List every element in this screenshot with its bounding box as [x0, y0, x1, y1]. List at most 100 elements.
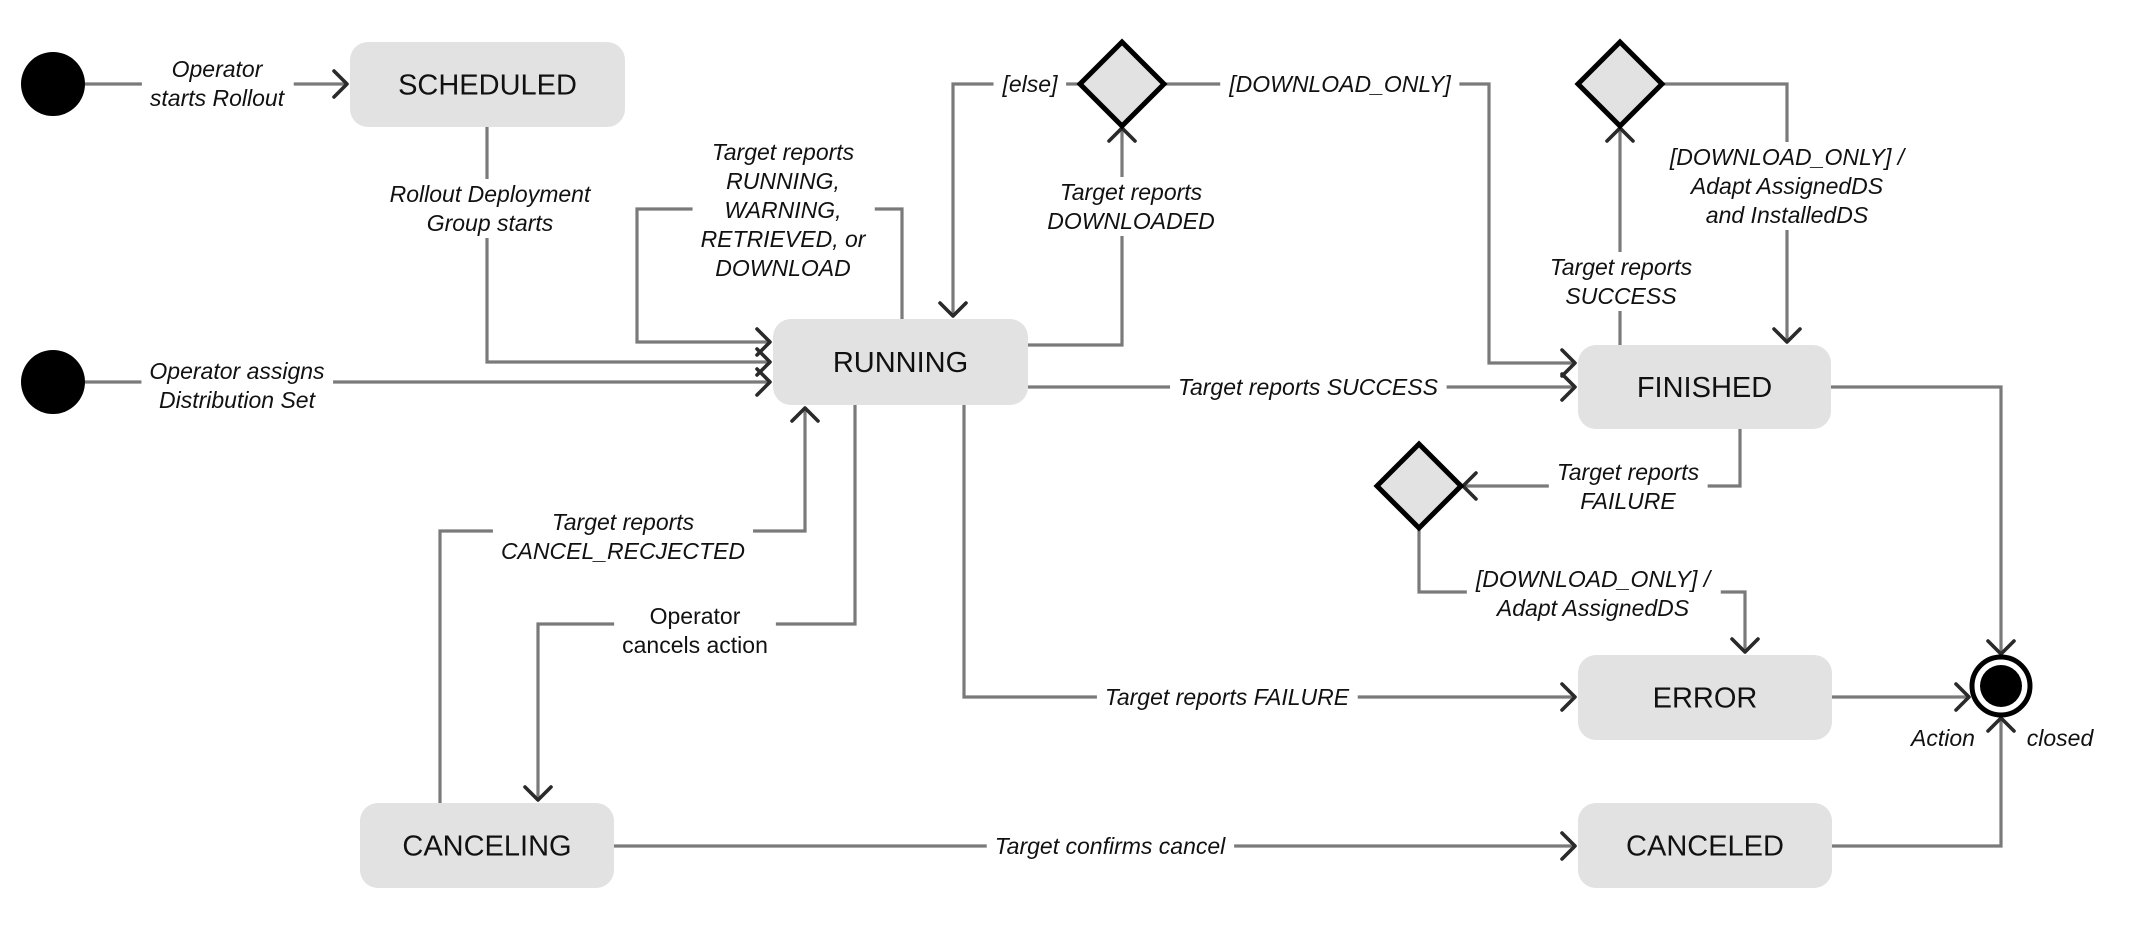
arrowhead-icon [755, 367, 772, 397]
arrowhead-icon [1954, 682, 1971, 712]
initial-state-icon [21, 52, 85, 116]
arrowhead-icon [755, 327, 772, 357]
arrowhead-icon [755, 347, 772, 377]
transition-label-line: Target confirms cancel [995, 833, 1226, 859]
transition-label-line: Adapt AssignedDS [1495, 595, 1690, 621]
transition-label-line: [DOWNLOAD_ONLY] / [1475, 566, 1713, 592]
state-label: CANCELING [402, 831, 571, 863]
transition-label-line: [DOWNLOAD_ONLY] [1228, 71, 1451, 97]
transition-label-line: [DOWNLOAD_ONLY] / [1669, 144, 1907, 170]
label-operator-cancels: Operator cancels action [614, 601, 776, 660]
decision-downloaded-diamond-icon [1076, 38, 1168, 130]
state-box [1578, 655, 1832, 740]
transition-finished-download-only [1662, 82, 1802, 344]
label-running-failure: Target reports FAILURE [1096, 682, 1358, 712]
transition-downloaded [1028, 126, 1137, 347]
label-finished-download-only: [DOWNLOAD_ONLY] / Adapt AssignedDS and Ins… [1660, 142, 1915, 230]
transition-label-line: Target reports [552, 509, 695, 535]
arrowhead-icon [1560, 372, 1577, 402]
state-running: RUNNING [773, 319, 1028, 405]
transition-label-line: CANCEL_RECJECTED [501, 538, 745, 564]
label-else-guard: [else] [993, 69, 1067, 99]
transition-label-line: Target reports SUCCESS [1178, 374, 1439, 400]
state-canceling: CANCELING [360, 803, 614, 888]
state-error: ERROR [1578, 655, 1832, 740]
final-caption-action: Action [1909, 725, 1975, 751]
state-label: SCHEDULED [398, 70, 577, 102]
state-box [350, 42, 625, 127]
arrowhead-icon [1986, 639, 2016, 656]
transition-label-line: SUCCESS [1565, 283, 1677, 309]
state-canceled: CANCELED [1578, 803, 1832, 888]
arrowhead-icon [938, 301, 968, 318]
transition-label-line: DOWNLOADED [1047, 208, 1214, 234]
transition-download-only [1164, 82, 1577, 378]
transition-label-line: and InstalledDS [1706, 202, 1869, 228]
state-box [360, 803, 614, 888]
state-box [1578, 803, 1832, 888]
transition-label-line: Adapt AssignedDS [1689, 173, 1884, 199]
state-box [1578, 345, 1831, 429]
label-confirms-cancel: Target confirms cancel [986, 831, 1235, 861]
label-running-success: Target reports SUCCESS [1170, 372, 1447, 402]
transition-label-line: Operator [172, 56, 264, 82]
label-start-rollout: Operator starts Rollout [141, 54, 294, 113]
transition-label-line: RETRIEVED, or [701, 226, 867, 252]
transition-label-line: WARNING, [724, 197, 841, 223]
arrowhead-icon [790, 406, 820, 423]
final-state-caption: Action closed [1909, 725, 2094, 751]
transition-label-line: Rollout Deployment [390, 181, 592, 207]
transition-label-line: Operator [650, 603, 741, 629]
final-caption-closed: closed [2027, 725, 2095, 751]
transition-finished-success [1605, 126, 1635, 345]
transition-label-line: Group starts [427, 210, 554, 236]
arrowhead-icon [1772, 327, 1802, 344]
decision-finished-success-diamond-icon [1574, 38, 1666, 130]
arrowhead-icon [1560, 348, 1577, 378]
transition-label-line: Target reports [712, 139, 855, 165]
label-download-only-guard: [DOWNLOAD_ONLY] [1220, 69, 1460, 99]
label-error-download-only: [DOWNLOAD_ONLY] / Adapt AssignedDS [1466, 564, 1721, 623]
transition-label-line: [else] [1002, 71, 1059, 97]
transition-label-line: RUNNING, [726, 168, 840, 194]
arrowhead-icon [1560, 831, 1577, 861]
transition-label-line: Operator assigns [149, 358, 325, 384]
state-label: CANCELED [1626, 831, 1784, 863]
transition-finished-closed [1831, 385, 2016, 656]
transition-label-line: Target reports [1060, 179, 1203, 205]
arrowhead-icon [523, 785, 553, 802]
transition-label-line: cancels action [622, 632, 768, 658]
state-scheduled: SCHEDULED [350, 42, 625, 127]
final-state-icon [1969, 654, 2033, 718]
state-label: FINISHED [1637, 372, 1772, 404]
initial-state-icon [21, 350, 85, 414]
transition-canceled-closed [1832, 716, 2016, 848]
arrowhead-icon [1560, 682, 1577, 712]
transition-error-closed [1832, 682, 1971, 712]
state-label: RUNNING [833, 347, 968, 379]
state-label: ERROR [1653, 683, 1758, 715]
transition-label-line: Target reports FAILURE [1105, 684, 1350, 710]
arrowhead-icon [332, 69, 349, 99]
arrowhead-icon [1730, 637, 1760, 654]
transition-label-line: Target reports [1557, 459, 1700, 485]
transition-label-line: Target reports [1550, 254, 1693, 280]
nodes-layer: SCHEDULED RUNNING FINISHED ERROR CANCELING CA… [21, 38, 2033, 888]
transition-running-loop [635, 207, 904, 357]
transition-label-line: starts Rollout [150, 85, 286, 111]
transition-running-failure [962, 405, 1577, 712]
state-finished: FINISHED [1578, 345, 1831, 429]
decision-finished-failure-diamond-icon [1373, 440, 1465, 532]
transition-label-line: Distribution Set [159, 387, 317, 413]
arrowhead-icon [1986, 716, 2016, 733]
transition-label-line: FAILURE [1580, 488, 1676, 514]
